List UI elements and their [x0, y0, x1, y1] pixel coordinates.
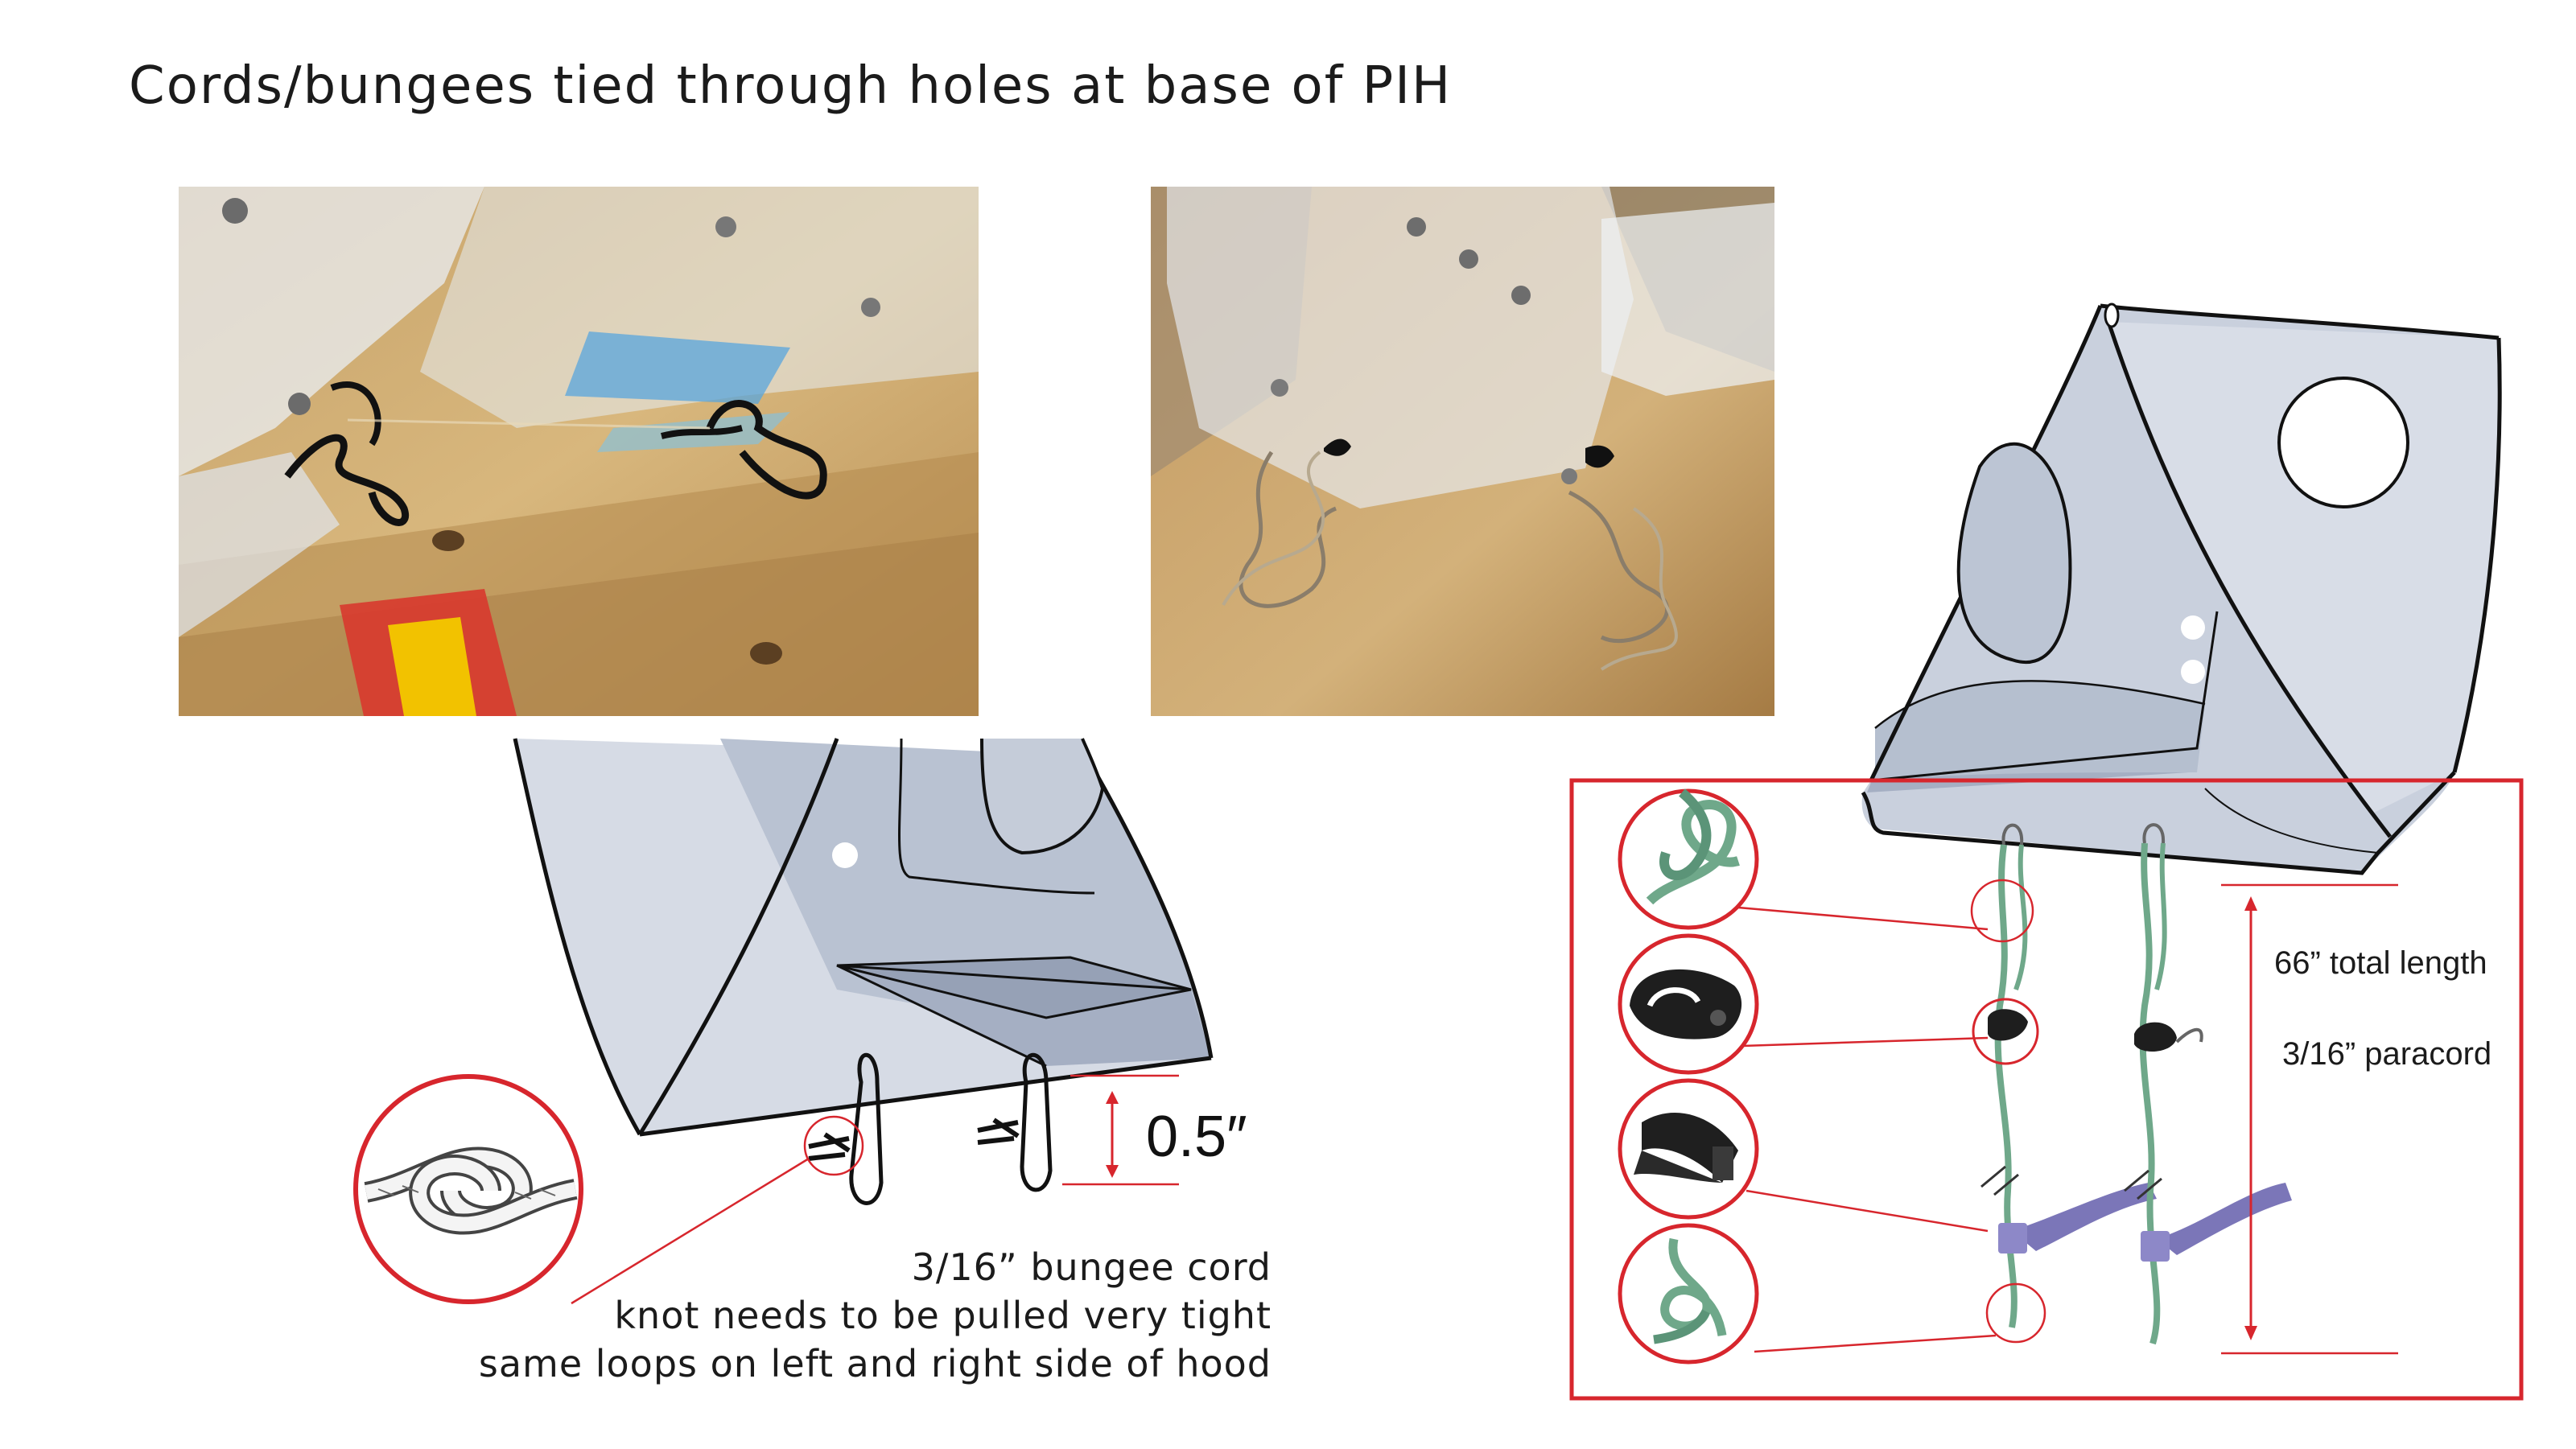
length-dimension — [2221, 883, 2398, 1355]
bungee-note-cord: 3/16” bungee cord — [911, 1245, 1272, 1289]
paracord-right — [2124, 823, 2292, 1345]
square-knot-icon — [364, 1146, 578, 1235]
paracord-photo — [1151, 187, 1774, 716]
bungee-height-measure: 0.5″ — [1146, 1105, 1247, 1169]
bungee-note-knot: knot needs to be pulled very tight — [614, 1294, 1272, 1337]
paracord-length-label: 66” total length — [2274, 945, 2487, 981]
figure-eight-knot-icon — [1646, 788, 1740, 905]
paracord-detail-frame — [1569, 778, 2524, 1401]
cord-lock-clip-icon — [1630, 969, 1742, 1039]
paracord-left — [1970, 823, 2157, 1344]
overhand-knot-icon — [1653, 1237, 1727, 1344]
bungee-note-loops: same loops on left and right side of hoo… — [478, 1342, 1272, 1385]
hood-paracord-view — [1861, 303, 2502, 875]
velcro-strap-icon — [1634, 1112, 1738, 1183]
bungee-notes: 3/16” bungee cord knot needs to be pulle… — [386, 1243, 1272, 1388]
bungee-photo — [179, 187, 979, 716]
hood-bungee-view — [353, 738, 1214, 1305]
paracord-type-label: 3/16” paracord — [2282, 1036, 2492, 1072]
page-title: Cords/bungees tied through holes at base… — [129, 56, 1453, 116]
